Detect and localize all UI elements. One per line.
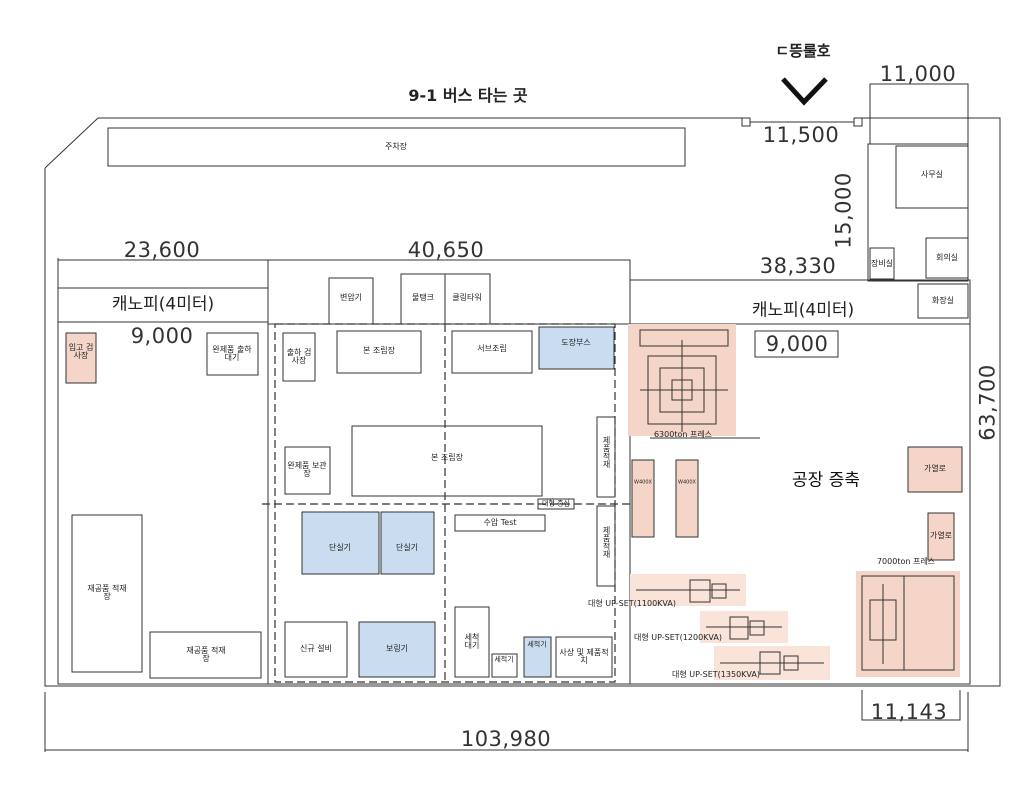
dim-left-building: 23,600 (123, 238, 201, 262)
new-equipment (284, 621, 348, 678)
plating (358, 621, 436, 678)
small-center-box (537, 498, 575, 510)
dim-canopy-left: 9,000 (130, 324, 194, 348)
equipment-room-label: 장비실 (870, 259, 894, 268)
furnace-2 (927, 512, 955, 561)
product-load-1-label: 제품적재 (602, 436, 611, 468)
main-assembly-2-label: 본 조립장 (431, 453, 463, 462)
shipping-inspection (282, 332, 316, 382)
restroom-label: 화장실 (931, 296, 955, 305)
small-center-label: 대형 중심 (542, 499, 570, 508)
dim-middle-building: 40,650 (407, 238, 485, 262)
dim-office-height: 15,000 (831, 172, 856, 249)
test-label: 수압 Test (483, 518, 517, 527)
canopy-right (629, 279, 971, 325)
press-7000-zone (856, 571, 960, 677)
equipment-room (869, 247, 895, 280)
finished-storage (284, 446, 331, 495)
paint-finish-label: 사상 및 제품적치 (559, 648, 609, 665)
transformer-label: 변압기 (339, 293, 363, 302)
washer (523, 636, 552, 678)
wash-wait-label: 세척 대기 (464, 633, 480, 650)
parking-label: 주차장 (384, 142, 408, 151)
pillar-1-label: W400X (634, 479, 652, 486)
paint-booth-label: 도장부스 (561, 338, 591, 347)
dim-gate: 11,500 (762, 123, 840, 147)
product-load-2-label: 제품적재 (602, 526, 611, 558)
main-assembly-2 (351, 425, 543, 497)
dim-canopy-right: 9,000 (765, 332, 829, 356)
upset-1350-label: 대형 UP-SET(1350KVA) (672, 670, 760, 679)
canopy-left-label: 캐노피(4미터) (111, 294, 215, 315)
press-6300-label: 6300ton 프레스 (653, 430, 713, 439)
washer-small (491, 653, 518, 678)
finished-waiting-label: 완제품 출하대기 (212, 345, 252, 362)
press-7000-label: 7000ton 프레스 (876, 557, 936, 566)
dim-expansion: 38,330 (759, 254, 837, 278)
pillar-2 (675, 459, 699, 538)
dim-site-width: 103,980 (460, 727, 552, 751)
product-load-1 (596, 416, 616, 498)
meeting-room (925, 237, 969, 279)
finished-waiting (206, 332, 259, 376)
rework-storage-2-label: 재공품 적재장 (186, 646, 226, 663)
office-label: 사무실 (920, 170, 944, 179)
paint-finish (555, 636, 613, 678)
rework-storage-1 (71, 514, 143, 673)
main-assembly-1 (336, 330, 422, 374)
test-box (454, 514, 546, 532)
incoming-inspection-label: 입고 검사장 (68, 343, 94, 360)
incoming-inspection (65, 332, 97, 384)
dim-site-height: 63,700 (975, 364, 1000, 441)
washer-small-label: 세척기 (494, 655, 514, 664)
canopy-right-dim (754, 330, 839, 358)
upset-1100-label: 대형 UP-SET(1100KVA) (588, 599, 676, 608)
machine-2-label: 단실기 (395, 543, 419, 552)
paint-booth (538, 326, 615, 370)
office-building (867, 143, 969, 282)
wash-wait (454, 606, 490, 678)
road-label: ㄷ뜽룰호 (775, 42, 831, 60)
finished-storage-label: 완제품 보관장 (287, 461, 327, 478)
furnace-1-label: 가열로 (923, 464, 947, 473)
shipping-inspection-label: 출하 검사장 (286, 348, 312, 365)
dim-top-right: 11,000 (879, 62, 957, 86)
furnace-2-label: 가열로 (929, 531, 953, 540)
cooling-tower-label: 쿨링타워 (452, 293, 482, 302)
pillar-1 (631, 459, 655, 538)
sub-assembly (451, 330, 533, 374)
factory-expansion-label: 공장 증축 (792, 470, 860, 491)
road-arrow-icon (781, 77, 828, 106)
water-tank-label: 물탱크 (411, 293, 435, 302)
main-assembly-1-label: 본 조립장 (363, 346, 395, 355)
machine-2 (380, 511, 435, 575)
furnace-1 (907, 446, 963, 493)
restroom (917, 283, 969, 319)
new-equipment-label: 신규 설비 (300, 644, 332, 653)
plating-label: 보링기 (385, 644, 409, 653)
pillar-2-label: W400X (678, 479, 696, 486)
rework-storage-2 (149, 631, 262, 679)
machine-1-label: 단실기 (328, 543, 352, 552)
product-load-2 (596, 505, 616, 587)
dim-press-width: 11,143 (870, 700, 948, 724)
rework-storage-1-label: 재공품 적재장 (87, 584, 127, 601)
machine-1 (301, 511, 380, 575)
canopy-right-label: 캐노피(4미터) (751, 300, 855, 321)
sub-assembly-label: 서브조립 (477, 344, 507, 353)
bus-stop-label: 9-1 버스 타는 곳 (408, 86, 528, 105)
parking-area (107, 127, 686, 167)
office-room (895, 145, 969, 209)
meeting-room-label: 회의실 (935, 253, 959, 262)
upset-1200-label: 대형 UP-SET(1200KVA) (634, 633, 722, 642)
washer-label: 세척기 (527, 640, 547, 649)
